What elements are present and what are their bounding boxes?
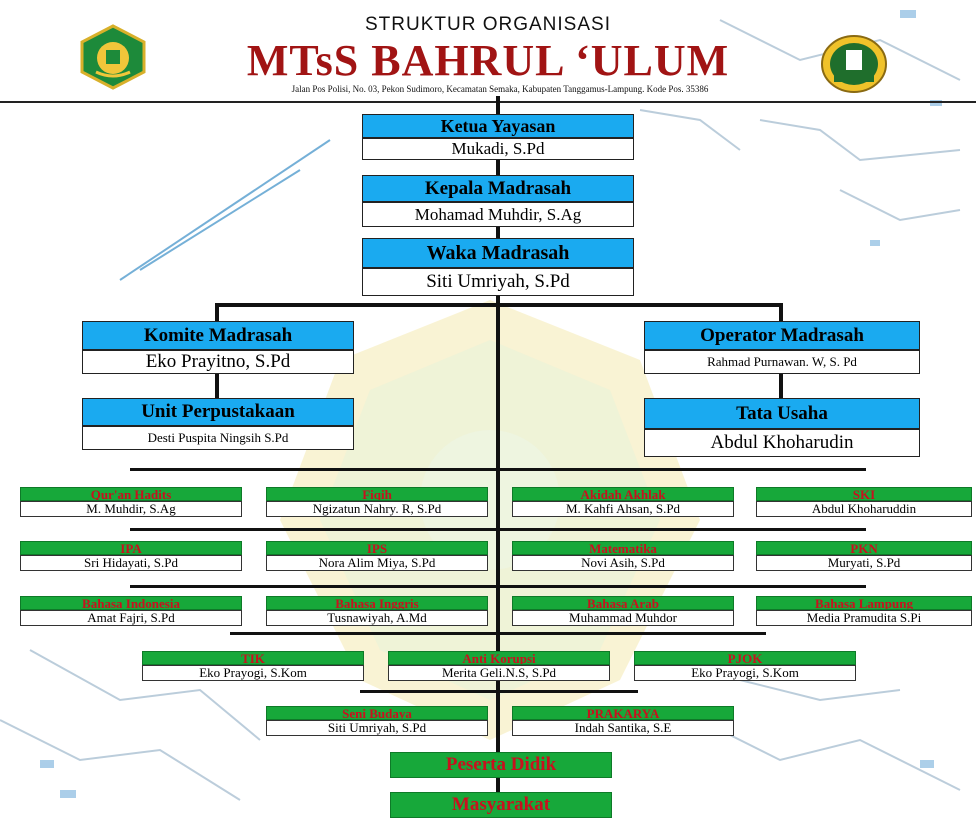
peserta-didik-box: Peserta Didik [390, 752, 612, 778]
teacher-name: M. Kahfi Ahsan, S.Pd [512, 501, 734, 517]
subject-label: IPS [266, 541, 488, 555]
perpustakaan-role: Unit Perpustakaan [82, 398, 354, 426]
operator-role: Operator Madrasah [644, 321, 920, 350]
subject-label: Qur'an Hadits [20, 487, 242, 501]
ketua-name: Mukadi, S.Pd [362, 138, 634, 160]
kemenag-logo [80, 24, 146, 90]
header-divider [0, 101, 976, 103]
komite-role: Komite Madrasah [82, 321, 354, 350]
subject-label: Bahasa Lampung [756, 596, 972, 610]
kepala-role: Kepala Madrasah [362, 175, 634, 202]
teacher-name: M. Muhdir, S.Ag [20, 501, 242, 517]
teacher-name: Amat Fajri, S.Pd [20, 610, 242, 626]
teacher-name: Muhammad Muhdor [512, 610, 734, 626]
subject-label: PKN [756, 541, 972, 555]
subject-label: Bahasa Inggris [266, 596, 488, 610]
subject-label: IPA [20, 541, 242, 555]
waka-role: Waka Madrasah [362, 238, 634, 268]
subject-label: PJOK [634, 651, 856, 665]
operator-connector [779, 303, 783, 321]
waka-name: Siti Umriyah, S.Pd [362, 268, 634, 296]
school-address: Jalan Pos Polisi, No. 03, Pekon Sudimoro… [291, 84, 709, 94]
teacher-name: Muryati, S.Pd [756, 555, 972, 571]
tata-usaha-name: Abdul Khoharudin [644, 429, 920, 457]
subject-label: Fiqih [266, 487, 488, 501]
school-title: MTsS BAHRUL ‘ULUM [246, 36, 730, 85]
subject-label: SKI [756, 487, 972, 501]
komite-name: Eko Prayitno, S.Pd [82, 350, 354, 374]
units-horizontal-line [215, 303, 781, 307]
operator-name: Rahmad Purnawan. W, S. Pd [644, 350, 920, 374]
subject-label: Bahasa Indonesia [20, 596, 242, 610]
masyarakat-box: Masyarakat [390, 792, 612, 818]
school-logo [821, 35, 887, 93]
subject-label: Akidah Akhlak [512, 487, 734, 501]
subjects-row1-line [130, 468, 866, 471]
kepala-name: Mohamad Muhdir, S.Ag [362, 202, 634, 227]
teacher-name: Novi Asih, S.Pd [512, 555, 734, 571]
teacher-name: Indah Santika, S.E [512, 720, 734, 736]
subject-label: TIK [142, 651, 364, 665]
subjects-row4-line [230, 632, 766, 635]
subject-label: Matematika [512, 541, 734, 555]
perpustakaan-name: Desti Puspita Ningsih S.Pd [82, 426, 354, 450]
structure-subtitle: STRUKTUR ORGANISASI [365, 14, 611, 35]
subject-label: Seni Budaya [266, 706, 488, 720]
tu-connector [779, 372, 783, 398]
teacher-name: Abdul Khoharuddin [756, 501, 972, 517]
perpus-connector [215, 372, 219, 398]
teacher-name: Ngizatun Nahry. R, S.Pd [266, 501, 488, 517]
teacher-name: Media Pramudita S.Pi [756, 610, 972, 626]
teacher-name: Eko Prayogi, S.Kom [634, 665, 856, 681]
subject-label: Bahasa Arab [512, 596, 734, 610]
teacher-name: Merita Geli.N.S, S.Pd [388, 665, 610, 681]
main-trunk-line [496, 96, 500, 812]
teacher-name: Eko Prayogi, S.Kom [142, 665, 364, 681]
subject-label: Anti Korupsi [388, 651, 610, 665]
subject-label: PRAKARYA [512, 706, 734, 720]
ketua-role: Ketua Yayasan [362, 114, 634, 138]
teacher-name: Tusnawiyah, A.Md [266, 610, 488, 626]
subjects-row5-line [360, 690, 638, 693]
tata-usaha-role: Tata Usaha [644, 398, 920, 429]
subjects-row3-line [130, 585, 866, 588]
teacher-name: Sri Hidayati, S.Pd [20, 555, 242, 571]
subjects-row2-line [130, 528, 866, 531]
komite-connector [215, 303, 219, 321]
teacher-name: Siti Umriyah, S.Pd [266, 720, 488, 736]
teacher-name: Nora Alim Miya, S.Pd [266, 555, 488, 571]
